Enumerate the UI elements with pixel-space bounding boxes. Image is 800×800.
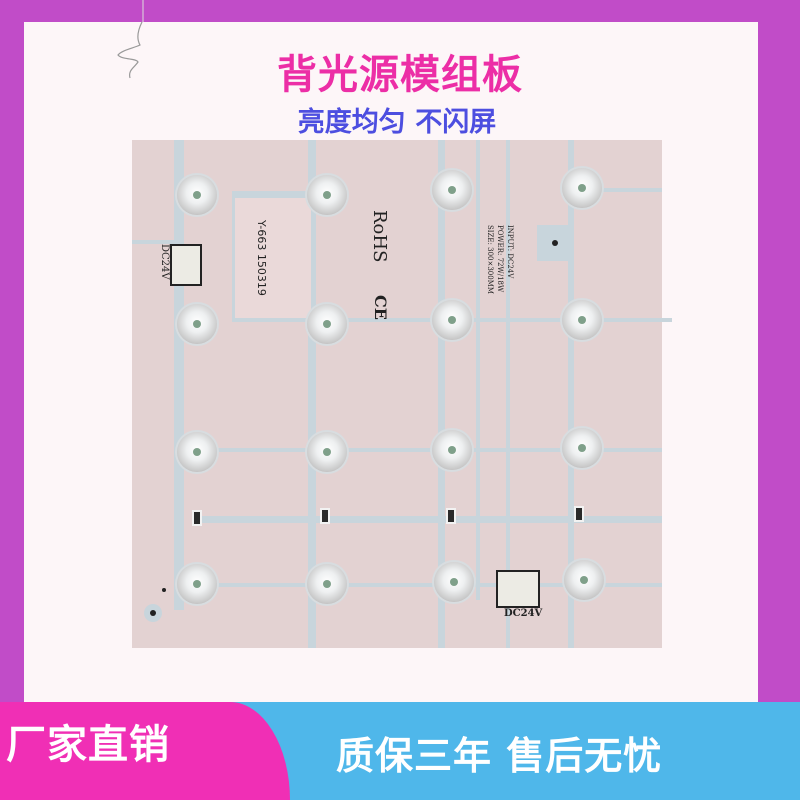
power-connector xyxy=(496,570,540,608)
spec-input: INPUT: DC24V xyxy=(506,225,514,279)
led-lens xyxy=(562,428,602,468)
led-lens xyxy=(307,564,347,604)
factory-direct-badge: 厂家直销 xyxy=(6,722,170,768)
resistor xyxy=(446,508,456,524)
wire-decoration xyxy=(117,0,144,79)
trace xyxy=(192,583,662,587)
trace xyxy=(568,140,574,648)
led-lens xyxy=(432,430,472,470)
page-subtitle: 亮度均匀 不闪屏 xyxy=(297,107,497,138)
led-lens xyxy=(307,304,347,344)
warranty-text: 质保三年 售后无忧 xyxy=(336,734,663,778)
connector-label: DC24V xyxy=(159,244,170,280)
badge-background xyxy=(0,702,290,800)
trace xyxy=(192,516,662,523)
connector-label: DC24V xyxy=(504,608,543,619)
trace xyxy=(192,448,662,452)
trace xyxy=(132,240,182,244)
led-lens xyxy=(307,175,347,215)
resistor xyxy=(192,510,202,526)
power-connector xyxy=(170,244,202,286)
mount-hole xyxy=(162,588,166,592)
mount-hole xyxy=(552,240,558,246)
led-lens xyxy=(177,564,217,604)
led-lens xyxy=(564,560,604,600)
trace xyxy=(592,188,662,192)
trace xyxy=(308,140,316,648)
spec-size: SIZE: 300×300MM xyxy=(486,225,494,295)
led-lens xyxy=(562,300,602,340)
ce-mark: CE xyxy=(371,295,390,320)
mount-hole xyxy=(150,610,156,616)
led-module-board: DC24V DC24V Y-663 150319 RoHS CE INPUT: … xyxy=(132,140,672,648)
trace xyxy=(232,191,322,195)
rohs-mark: RoHS xyxy=(369,210,390,263)
copper-pad xyxy=(232,195,314,321)
led-lens xyxy=(307,432,347,472)
led-lens xyxy=(432,300,472,340)
led-lens xyxy=(432,170,472,210)
page-title: 背光源模组板 xyxy=(277,52,523,98)
spec-power: POWER: 72W/18W xyxy=(496,225,504,293)
trace xyxy=(174,140,184,610)
led-lens xyxy=(177,175,217,215)
led-lens xyxy=(562,168,602,208)
led-lens xyxy=(177,304,217,344)
led-lens xyxy=(177,432,217,472)
trace xyxy=(438,140,445,648)
led-lens xyxy=(434,562,474,602)
trace xyxy=(506,140,510,648)
resistor xyxy=(320,508,330,524)
trace xyxy=(476,140,480,600)
model-number: Y-663 150319 xyxy=(255,220,268,296)
resistor xyxy=(574,506,584,522)
